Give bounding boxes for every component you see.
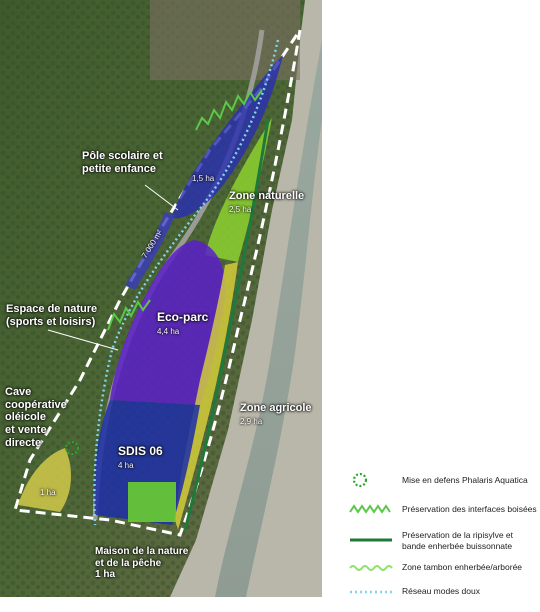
- legend-item-phalaris: Mise en defens Phalaris Aquatica: [348, 470, 538, 500]
- phalaris-zone: [65, 441, 79, 455]
- river-bed: [170, 0, 322, 597]
- ripisylve-line: [183, 119, 270, 531]
- legend-item-interfaces: Préservation des interfaces boisées: [348, 500, 538, 530]
- legend-label-modes-doux: Réseau modes doux: [402, 586, 480, 596]
- thick-line-icon: [350, 538, 392, 542]
- interface-boisee-line-2: [107, 299, 151, 331]
- zone-maison-nature: [128, 482, 176, 522]
- label-espace-nature: Espace de nature (sports et loisirs): [6, 303, 98, 328]
- legend-item-tampon: Zone tambon enherbée/arborée: [348, 558, 538, 588]
- label-maison-nature: Maison de la nature et de la pêche 1 ha: [95, 546, 189, 580]
- zone-7000: [125, 212, 175, 290]
- dotted-circle-icon: [352, 472, 368, 488]
- label-sdis-area: 4 ha: [118, 461, 134, 470]
- label-eco-parc: Eco-parc: [157, 310, 209, 324]
- label-zone-agricole: Zone agricole: [240, 402, 312, 414]
- label-cave-area: 1 ha: [40, 488, 56, 497]
- zone-eco-parc: [110, 240, 226, 405]
- site-boundary: [13, 29, 302, 537]
- label-zone-naturelle: Zone naturelle: [229, 190, 305, 202]
- site-plan-map: [0, 0, 322, 597]
- zone-agricole: [175, 262, 238, 530]
- label-zone-agricole-area: 2,9 ha: [240, 417, 263, 426]
- interface-boisee-line: [195, 89, 263, 131]
- wavy-line-icon: [349, 565, 393, 571]
- label-zone-naturelle-area: 2,5 ha: [229, 205, 252, 214]
- label-pole-scolaire: Pôle scolaire et petite enfance: [82, 150, 163, 175]
- label-pole-area: 1,5 ha: [192, 174, 215, 183]
- zone-naturelle: [205, 118, 272, 262]
- leader-line-pole: [144, 184, 179, 211]
- leader-line-espace: [47, 329, 119, 351]
- reseau-modes-doux-line: [93, 39, 280, 526]
- zone-cave: [18, 448, 72, 512]
- legend-label-tampon: Zone tambon enherbée/arborée: [402, 562, 523, 572]
- label-cave: Cave coopérative oléicole et vente direc…: [5, 386, 67, 449]
- label-sdis: SDIS 06: [118, 444, 163, 458]
- dotted-line-icon: [350, 590, 392, 594]
- legend-item-ripisylve: Préservation de la ripisylve et bande en…: [348, 530, 538, 560]
- zigzag-line-icon: [349, 504, 391, 514]
- label-eco-parc-area: 4,4 ha: [157, 327, 180, 336]
- legend-label-phalaris: Mise en defens Phalaris Aquatica: [402, 475, 528, 485]
- legend-item-modes-doux: Réseau modes doux: [348, 582, 538, 612]
- river-channel: [215, 40, 322, 597]
- zone-pole-scolaire: [172, 55, 283, 219]
- legend-label-interfaces: Préservation des interfaces boisées: [402, 504, 537, 514]
- legend-label-ripisylve: Préservation de la ripisylve et bande en…: [402, 530, 514, 551]
